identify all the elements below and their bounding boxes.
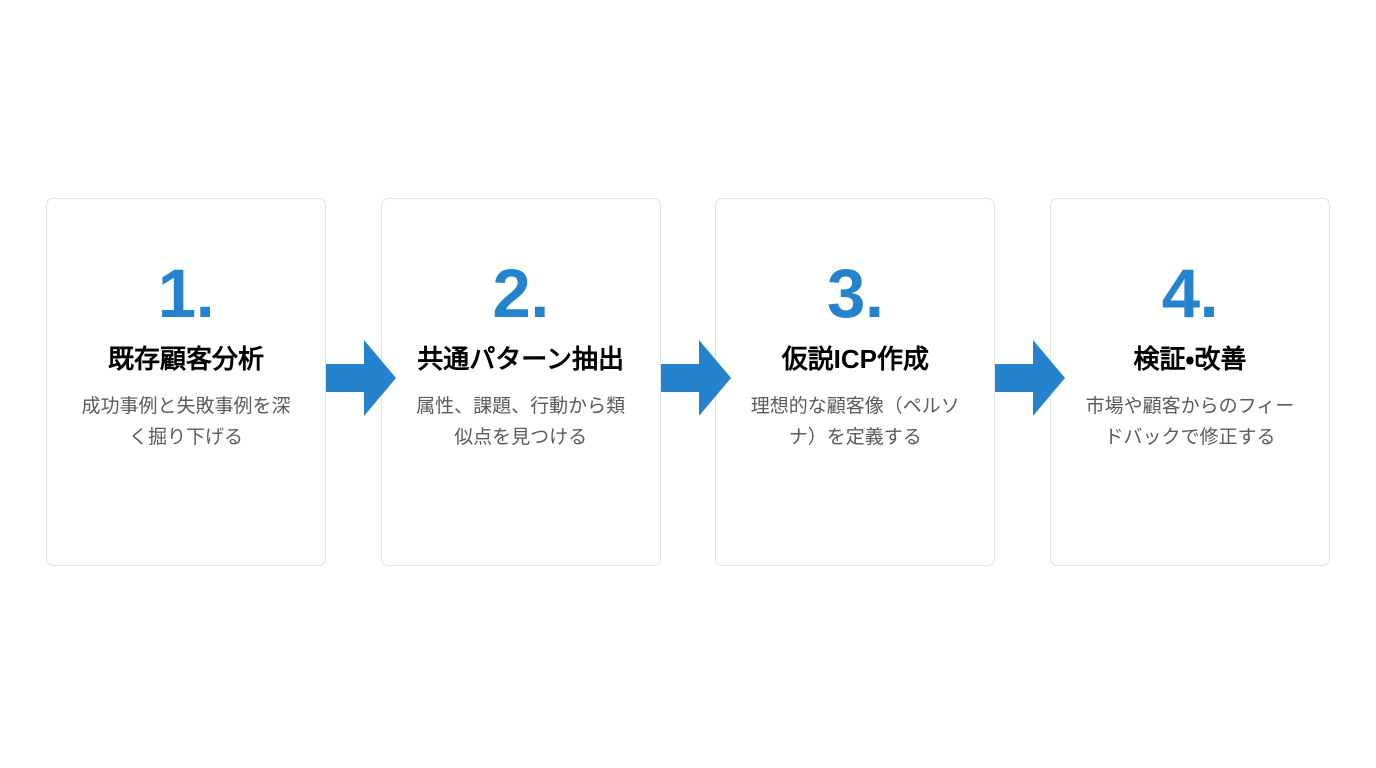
step-title-3: 仮説ICP作成 — [781, 344, 929, 374]
step-number-1: 1. — [157, 255, 215, 332]
right-arrow-icon — [995, 340, 1065, 416]
step-description-4: 市場や顧客からのフィードバックで修正する — [1085, 396, 1295, 449]
step-title-4: 検証・改善 — [1133, 344, 1247, 374]
steps-row: 1. 既存顧客分析 成功事例と失敗事例を深く掘り下げる 2. 共通パターン抽出 … — [46, 198, 1330, 566]
step-description-2: 属性、課題、行動から類似点を見つける — [416, 396, 626, 449]
step-card-1[interactable]: 1. 既存顧客分析 成功事例と失敗事例を深く掘り下げる — [46, 198, 326, 566]
step-number-3: 3. — [827, 255, 884, 332]
step-title-1: 既存顧客分析 — [107, 344, 264, 374]
step-title-2: 共通パターン抽出 — [417, 344, 624, 374]
right-arrow-icon — [661, 340, 731, 416]
step-number-2: 2. — [492, 255, 549, 332]
step-number-4: 4. — [1161, 255, 1219, 332]
step-description-3: 理想的な顧客像（ペルソナ）を定義する — [750, 396, 960, 449]
step-card-3[interactable]: 3. 仮説ICP作成 理想的な顧客像（ペルソナ）を定義する — [715, 198, 996, 566]
step-card-4[interactable]: 4. 検証・改善 市場や顧客からのフィードバックで修正する — [1049, 198, 1330, 566]
right-arrow-icon — [326, 340, 396, 416]
step-card-2[interactable]: 2. 共通パターン抽出 属性、課題、行動から類似点を見つける — [380, 198, 661, 566]
step-description-1: 成功事例と失敗事例を深く掘り下げる — [81, 396, 291, 449]
